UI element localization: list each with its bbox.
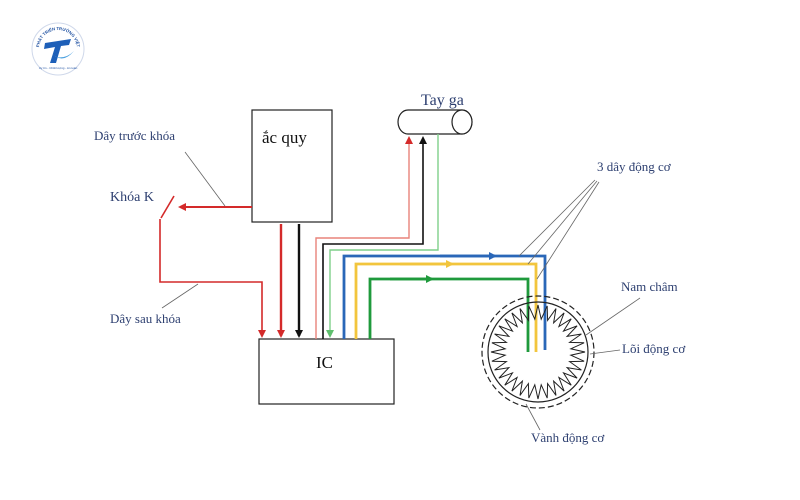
pointer-motor-wire-2 bbox=[527, 180, 598, 265]
motor-core-label: Lõi động cơ bbox=[622, 341, 686, 356]
pointer-before-lock bbox=[184, 151, 226, 207]
logo-sub-text: Uy tín - Chất lượng - An toàn bbox=[39, 66, 78, 70]
pointer-motor-wire-3 bbox=[536, 181, 600, 280]
lock-switch-label: Khóa K bbox=[110, 190, 154, 205]
wire-phase-blue bbox=[342, 254, 547, 350]
wire-throttle-salmon bbox=[315, 136, 413, 339]
pointer-motor-core bbox=[589, 349, 621, 355]
company-logo: PHÁT TRIỂN TRƯỜNG VIỆT Uy tín - Chất lượ… bbox=[31, 22, 85, 76]
motor bbox=[481, 295, 595, 409]
ic-box bbox=[258, 338, 395, 405]
wire-before-lock-label: Dây trước khóa bbox=[94, 128, 175, 143]
motor-magnet bbox=[487, 301, 589, 403]
throttle-label: Tay ga bbox=[421, 92, 464, 109]
pointer-after-lock bbox=[161, 283, 199, 309]
motor-rim-label: Vành động cơ bbox=[531, 430, 605, 445]
magnet-label: Nam châm bbox=[621, 279, 678, 294]
ic-label: IC bbox=[316, 353, 333, 372]
lock-switch-blade bbox=[160, 195, 175, 219]
battery-box bbox=[251, 109, 333, 223]
wire-phase-green bbox=[368, 277, 530, 352]
pointer-magnet bbox=[585, 297, 641, 336]
pointer-motor-rim bbox=[525, 403, 541, 431]
motor-wires-label: 3 dây động cơ bbox=[597, 159, 672, 174]
motor-rim bbox=[481, 295, 595, 409]
battery-label: ắc quy bbox=[262, 128, 307, 147]
wire-throttle-black bbox=[322, 136, 427, 339]
throttle-grip bbox=[397, 109, 473, 135]
wire-after-lock-label: Dây sau khóa bbox=[110, 311, 181, 326]
wire-lock-to-ic bbox=[159, 219, 266, 338]
wire-throttle-green bbox=[326, 134, 439, 338]
pointer-motor-wire-1 bbox=[518, 179, 596, 257]
motor-core bbox=[490, 304, 586, 400]
